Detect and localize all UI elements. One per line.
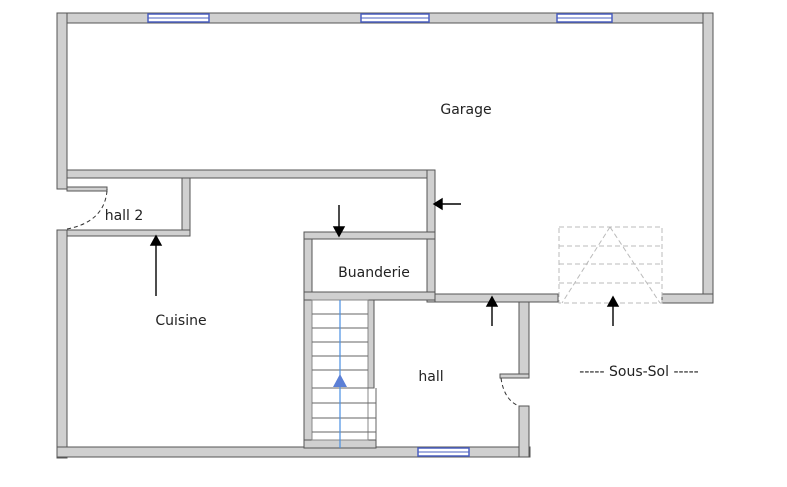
room-label-hall2: hall 2: [105, 208, 144, 224]
wall-stair-right: [367, 299, 375, 389]
arrow-down-icon: [332, 226, 346, 238]
wall-garage-bottom-right: [661, 293, 714, 304]
door-hall-swing: [500, 377, 520, 407]
walls: [56, 12, 714, 459]
level-label: ----- Sous-Sol -----: [579, 364, 698, 380]
wall-hall2-right: [181, 177, 191, 237]
wall-left-lower: [56, 229, 68, 459]
room-label-hall: hall: [418, 369, 443, 385]
access-arrows: [149, 197, 620, 326]
window-inner-lines: [148, 17, 612, 453]
wall-hall-right-lower: [518, 405, 530, 458]
stair-up-arrow-icon: [333, 374, 347, 387]
wall-right: [702, 12, 714, 304]
wall-hall-right-upper: [518, 293, 530, 375]
room-label-buanderie: Buanderie: [338, 265, 410, 281]
garage-ramp: [558, 226, 663, 304]
arrow-left-icon: [432, 197, 443, 211]
room-label-garage: Garage: [440, 102, 491, 118]
wall-hall2-door-jamb: [66, 186, 108, 192]
arrow-up-icon: [149, 234, 163, 246]
wall-buanderie-bottom: [303, 291, 436, 301]
wall-bottom: [56, 446, 531, 458]
arrow-up-icon: [485, 295, 499, 307]
wall-garage-divider: [66, 169, 436, 179]
door-hall-leaf: [499, 373, 530, 379]
door-hall2-swing: [66, 190, 108, 230]
wall-buanderie-top: [303, 231, 436, 240]
room-label-cuisine: Cuisine: [155, 313, 206, 329]
stairs: [311, 299, 377, 441]
wall-hall2-bottom: [66, 229, 191, 237]
wall-left-upper: [56, 12, 68, 190]
doors: [66, 189, 530, 407]
arrow-up-icon: [606, 295, 620, 307]
wall-cuisine-right: [303, 231, 313, 449]
